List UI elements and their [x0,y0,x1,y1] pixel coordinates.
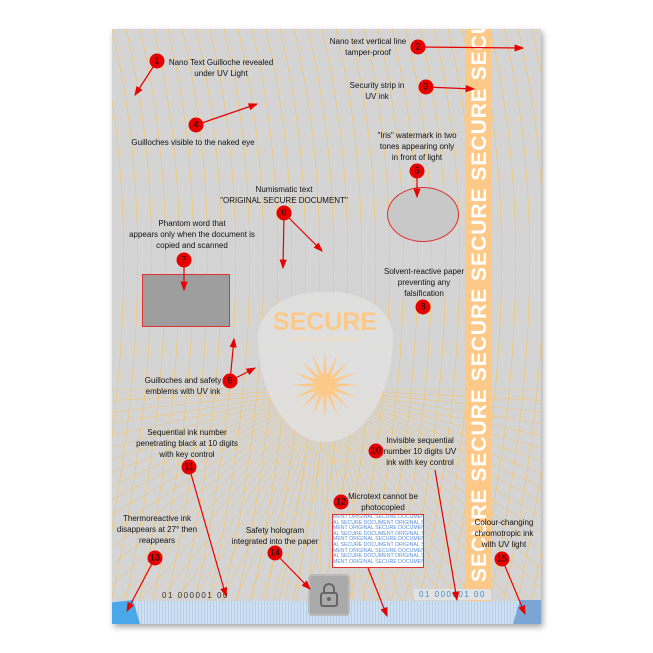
annotation-label-14: Safety hologram integrated into the pape… [231,526,319,546]
guilloche-line [189,29,237,624]
annotation-label-10: Invisible sequential number 10 digits UV… [383,436,457,467]
guilloche-line [217,29,265,624]
annotation-marker-14: 14 [267,545,283,561]
emblem-subtitle: ORIGINAL SECURE DOCUMENT [286,337,364,343]
serial-number-black: 01 000001 00 [162,591,229,600]
annotation-arrow [283,212,323,252]
annotation-marker-5: 5 [409,163,425,179]
guilloche-line [203,29,251,624]
annotation-arrow [425,85,476,93]
guilloche-line [112,29,139,530]
annotation-arrow [367,567,388,618]
annotation-marker-11: 11 [181,459,197,475]
annotation-marker-8: 8 [415,299,431,315]
annotation-label-4: Guilloches visible to the naked eye [131,138,255,147]
padlock-icon [320,583,338,607]
guilloche-ray [119,388,326,624]
annotation-arrow [501,558,526,616]
microtext-line: AL SECURE DOCUMENT ORIGINAL SECURE DOCUM… [333,530,423,537]
microtext-line: AL SECURE DOCUMENT ORIGINAL SECURE DOCUM… [333,541,423,548]
annotation-marker-9: 9 [222,373,238,389]
annotation-label-13: Thermoreactive ink disappears at 27° the… [116,514,198,545]
annotation-label-3: Security strip in UV ink [349,81,405,101]
annotation-marker-1: 1 [149,53,165,69]
annotation-label-7: Phantom word that appears only when the … [129,219,255,250]
guilloche-ray [324,388,531,624]
annotation-label-9: Guilloches and safety emblems with UV in… [144,376,222,396]
annotation-marker-2: 2 [410,39,426,55]
iris-watermark [387,187,459,242]
annotation-marker-7: 7 [176,252,192,268]
annotation-marker-4: 4 [188,117,204,133]
annotation-marker-3: 3 [418,79,434,95]
annotation-arrow [274,552,311,590]
annotation-arrow [434,469,460,602]
annotation-marker-15: 15 [494,551,510,567]
annotation-label-8: Solvent-reactive paper preventing any fa… [383,267,465,298]
annotation-arrow [417,44,525,52]
guilloche-line [413,29,461,624]
annotation-label-2: Nano text vertical line tamper-proof [329,37,407,57]
microtext-line: MENT ORIGINAL SECURE DOCUMENT [333,547,424,554]
microtext-line: MENT ORIGINAL SECURE DOCUMENT [333,525,424,532]
annotation-label-15: Colour-changing chromotropic ink with UV… [474,518,534,549]
emblem-title: SECURE [272,308,378,336]
microtext-line: AL SECURE DOCUMENT ORIGINAL SECURE DOCUM… [333,553,423,560]
annotation-label-6: Numismatic text "ORIGINAL SECURE DOCUMEN… [220,185,348,205]
microtext-line: MENT ORIGINAL SECURE DOCUMENT [333,514,424,520]
annotation-marker-6: 6 [276,205,292,221]
security-strip: SECURE SECURE SECURE SECURE SECURE SECUR… [465,29,491,604]
annotation-label-1: Nano Text Guilloche revealed under UV Li… [168,58,274,78]
guilloche-line [497,29,541,624]
annotation-arrow [188,466,228,598]
annotation-marker-12: 12 [333,494,349,510]
sun-rays [291,351,359,419]
annotation-arrow [126,557,156,613]
annotation-marker-10: 10 [368,443,384,459]
annotation-label-11: Sequential ink number penetrating black … [136,428,238,459]
microtext-line: MENT ORIGINAL SECURE DOCUMENT [333,558,424,565]
microtext-line: MENT ORIGINAL SECURE DOCUMENT [333,536,424,543]
microtext-line: AL SECURE DOCUMENT ORIGINAL SECURE DOCUM… [333,519,423,526]
annotation-label-12: Microtext cannot be photocopied [348,492,418,512]
annotation-marker-13: 13 [147,550,163,566]
annotation-arrow [195,103,259,126]
safety-hologram [308,574,350,616]
annotation-arrow [279,212,287,270]
guilloche-line [483,29,531,624]
guilloche-line [511,29,541,624]
guilloche-line [112,98,125,440]
annotation-label-5: "Iris" watermark in two tones appearing … [377,131,457,162]
sun-emblem [291,351,359,419]
